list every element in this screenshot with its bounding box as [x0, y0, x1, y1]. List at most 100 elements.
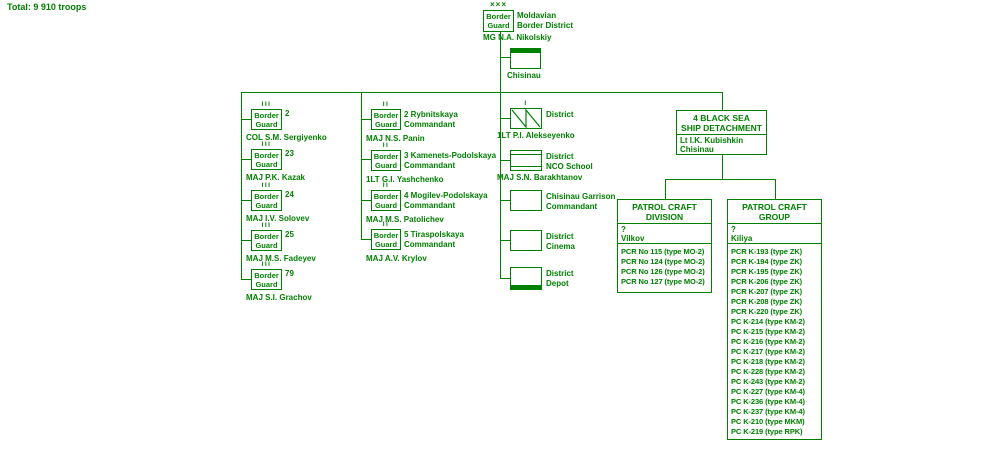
ship-entry: PC K-236 (type KM-4) [731, 397, 805, 406]
ship-entry: PCR K-195 (type ZK) [731, 267, 803, 276]
unit-box-label: Border Guard [254, 111, 279, 129]
connector-line [241, 119, 252, 120]
connector-line [241, 92, 242, 280]
connector-line [241, 279, 252, 280]
root-title-line2: Border District [517, 21, 574, 30]
ship-entry: PC K-227 (type KM-4) [731, 387, 805, 396]
patrol-group-commander: ? [731, 225, 736, 234]
signal-symbol-icon [511, 109, 541, 128]
connector-line [361, 119, 372, 120]
ship-entry: PC K-243 (type KM-2) [731, 377, 805, 386]
unit-commander: MAJ S.I. Grachov [246, 293, 312, 302]
connector-line [500, 160, 511, 161]
connector-line [361, 92, 362, 240]
unit-label-line2: Commandant [546, 202, 598, 211]
unit-echelon-mark: III [261, 222, 272, 229]
ship-entry: PC K-210 (type MKM) [731, 417, 805, 426]
unit-label-line1: Chisinau Garrison [546, 192, 616, 201]
connector-line [500, 240, 511, 241]
ship-entry: PCR K-220 (type ZK) [731, 307, 803, 316]
root-unit-box: Border Guard [483, 10, 514, 32]
patrol-division-location: Vilkov [621, 234, 645, 243]
unit-echelon-mark: III [261, 261, 272, 268]
unit-echelon-mark: II [382, 182, 390, 189]
unit-box: Border Guard [251, 230, 282, 251]
unit-commander: 1LT P.I. Alekseyenko [497, 131, 575, 140]
unit-label-line1: 2 Rybnitskaya [404, 110, 458, 119]
unit-label-line1: District [546, 152, 574, 161]
patrol-group-title-line2: GROUP [758, 212, 791, 222]
unit-label-line1: District [546, 232, 574, 241]
unit-commander: MAJ P.K. Kazak [246, 173, 305, 182]
connector-line [665, 179, 666, 199]
ship-entry: PCR No 126 (type MO-2) [621, 267, 705, 276]
unit-box-label: Border Guard [254, 232, 279, 250]
connector-line [722, 92, 723, 110]
unit-box: Border Guard [371, 229, 401, 250]
hq-box [510, 48, 541, 69]
ship-list: PCR No 115 (type MO-2)PCR No 124 (type M… [618, 244, 711, 287]
unit-commander: MAJ A.V. Krylov [366, 254, 427, 263]
unit-echelon-mark: II [382, 142, 390, 149]
connector-line [241, 159, 252, 160]
ship-entry: PCR K-208 (type ZK) [731, 297, 803, 306]
connector-line [361, 159, 372, 160]
connector-line [241, 92, 723, 93]
unit-label-line2: Commandant [404, 161, 456, 170]
unit-box-label: Border Guard [254, 271, 279, 289]
unit-commander: COL S.M. Sergiyenko [246, 133, 327, 142]
connector-line [722, 155, 723, 179]
unit-box: Border Guard [371, 109, 401, 130]
unit-label-line1: 4 Mogilev-Podolskaya [404, 191, 488, 200]
unit-box [510, 108, 542, 129]
unit-commander: MAJ M.S. Patolichev [366, 215, 444, 224]
unit-commander: MAJ N.S. Panin [366, 134, 425, 143]
unit-box-label: Border Guard [373, 152, 399, 170]
unit-box [510, 150, 542, 171]
unit-box: Border Guard [371, 150, 401, 171]
ship-detachment-location: Chisinau [680, 145, 714, 154]
ship-entry: PC K-216 (type KM-2) [731, 337, 805, 346]
unit-number: 79 [285, 269, 294, 278]
unit-box-label: Border Guard [373, 231, 399, 249]
unit-echelon-mark: I [524, 100, 528, 107]
ship-entry: PCR No 127 (type MO-2) [621, 277, 705, 286]
unit-box-label: Border Guard [254, 192, 279, 210]
ship-detachment-info: Lt I.K. Kubishkin Chisinau [677, 135, 766, 155]
ship-entry: PCR K-194 (type ZK) [731, 257, 803, 266]
connector-line [361, 239, 372, 240]
unit-number: 25 [285, 230, 294, 239]
hq-label: Chisinau [507, 71, 541, 80]
ship-entry: PC K-228 (type KM-2) [731, 367, 805, 376]
ship-entry: PC K-215 (type KM-2) [731, 327, 805, 336]
ship-entry: PCR No 115 (type MO-2) [621, 247, 705, 256]
unit-label-line1: 5 Tiraspolskaya [404, 230, 464, 239]
unit-commander: MAJ S.N. Barakhtanov [497, 173, 583, 182]
unit-box [510, 190, 542, 211]
unit-echelon-mark: II [382, 101, 390, 108]
unit-echelon-mark: III [261, 101, 272, 108]
connector-line [500, 200, 511, 201]
unit-label-line1: District [546, 269, 574, 278]
connector-line [241, 200, 252, 201]
unit-box-label: Border Guard [254, 151, 279, 169]
ship-entry: PC K-214 (type KM-2) [731, 317, 805, 326]
unit-label-line2: Commandant [404, 240, 456, 249]
unit-box: Border Guard [251, 149, 282, 170]
ship-entry: PCR K-193 (type ZK) [731, 247, 803, 256]
unit-box: Border Guard [251, 269, 282, 290]
root-title-line1: Moldavian [517, 11, 557, 20]
ship-entry: PC K-218 (type KM-2) [731, 357, 805, 366]
unit-echelon-mark: III [261, 182, 272, 189]
connector-line [500, 278, 511, 279]
ship-entry: PCR K-207 (type ZK) [731, 287, 803, 296]
unit-number: 23 [285, 149, 294, 158]
connector-line [361, 200, 372, 201]
unit-label-line2: NCO School [546, 162, 593, 171]
total-troops-label: Total: 9 910 troops [7, 2, 87, 12]
patrol-craft-group-box: PATROL CRAFT GROUP ? Kiliya PCR K-193 (t… [727, 199, 822, 440]
unit-box [510, 230, 542, 251]
root-unit-box-label: Border Guard [486, 12, 511, 30]
unit-echelon-mark: II [382, 221, 390, 228]
